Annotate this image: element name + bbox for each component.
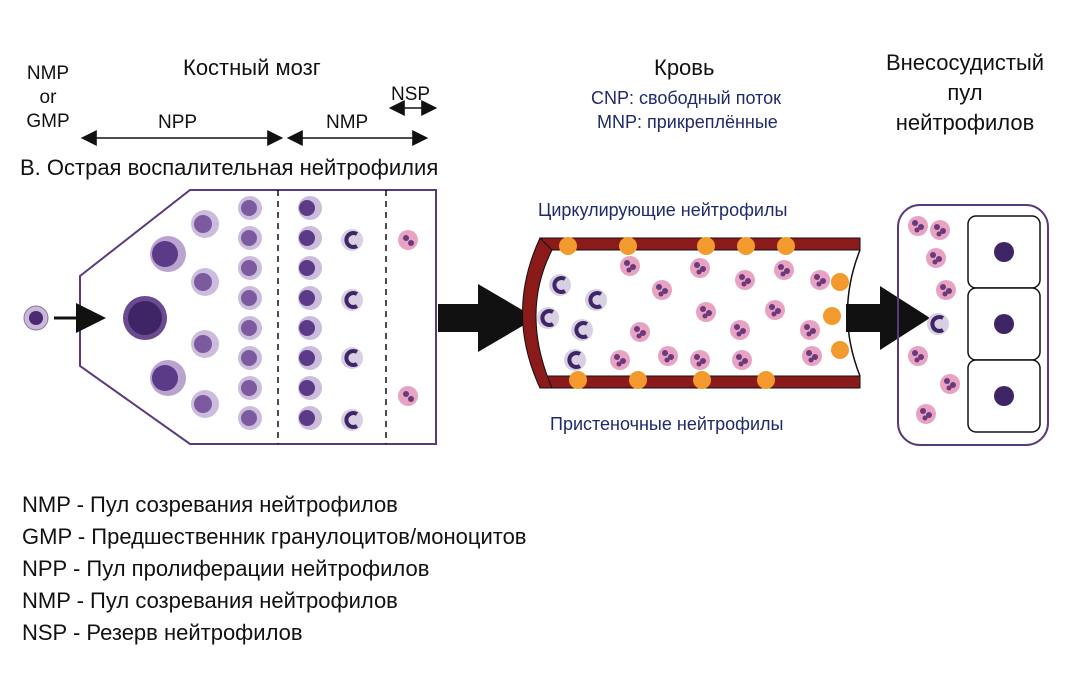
label-nmp-or-gmp-bot: GMP bbox=[26, 111, 70, 132]
bone-marrow-title: Костный мозг bbox=[183, 55, 321, 80]
myelocyte-column bbox=[238, 196, 262, 430]
mnp-label: MNP: прикреплённые bbox=[597, 112, 778, 132]
bone-marrow-outline bbox=[79, 189, 437, 445]
blood-to-tissue-arrow bbox=[846, 286, 930, 350]
npp-label: NPP bbox=[158, 112, 198, 133]
legend-item-nmp: NMP - Пул созревания нейтрофилов bbox=[22, 492, 398, 517]
nsp-label: NSP bbox=[391, 84, 431, 105]
tissue-nucleus-3 bbox=[994, 386, 1014, 406]
maturing-column bbox=[298, 196, 322, 430]
legend-item-npp: NPP - Пул пролиферации нейтрофилов bbox=[22, 556, 430, 581]
marginated-label: Пристеночные нейтрофилы bbox=[550, 414, 784, 434]
label-nmp-or-gmp-mid: or bbox=[39, 87, 57, 108]
circulating-neutrophils bbox=[537, 256, 830, 371]
precursor-cells bbox=[123, 210, 219, 418]
extravascular-title-1: Внесосудистый bbox=[885, 50, 1045, 75]
tissue-nucleus-1 bbox=[994, 242, 1014, 262]
legend-item-nmp-2: NMP - Пул созревания нейтрофилов bbox=[22, 588, 398, 613]
extravascular-pool-box bbox=[897, 204, 1049, 446]
cnp-label: CNP: свободный поток bbox=[591, 88, 782, 108]
label-nmp-or-gmp-top: NMP bbox=[26, 63, 70, 84]
legend-item-gmp: GMP - Предшественник гранулоцитов/моноци… bbox=[22, 524, 527, 549]
tissue-nucleus-2 bbox=[994, 314, 1014, 334]
legend-item-nsp: NSP - Резерв нейтрофилов bbox=[22, 620, 303, 645]
stem-cell-nucleus bbox=[29, 311, 43, 325]
extravascular-title-2: пул bbox=[947, 80, 983, 105]
reserve-neutrophils bbox=[398, 230, 418, 406]
extravascular-title-3: нейтрофилов bbox=[895, 110, 1035, 135]
tissue-neutrophils bbox=[908, 216, 960, 424]
circulating-label: Циркулирующие нейтрофилы bbox=[538, 200, 788, 220]
adhered-neutrophils bbox=[559, 237, 849, 389]
marrow-to-blood-arrow bbox=[438, 284, 536, 352]
band-column bbox=[341, 229, 363, 431]
nmp-label: NMP bbox=[326, 112, 369, 133]
section-title: B. Острая воспалительная нейтрофилия bbox=[20, 155, 439, 180]
blood-title: Кровь bbox=[654, 55, 715, 80]
